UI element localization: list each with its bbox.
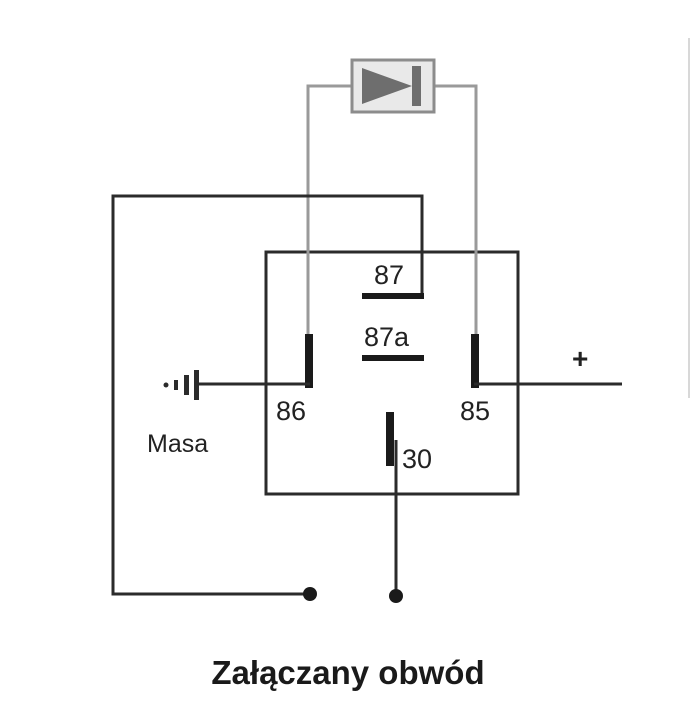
coil-diode-loop	[306, 84, 478, 336]
coil-wire-86	[306, 84, 352, 336]
plus-label: +	[572, 343, 588, 374]
coil-wire-85	[434, 84, 478, 336]
contact-30	[386, 412, 394, 466]
diode-icon	[350, 58, 436, 114]
diode-triangle	[362, 68, 412, 104]
contact-85	[471, 334, 479, 388]
pin-87a-label: 87a	[364, 322, 410, 352]
switched-circuit-wire	[111, 194, 424, 596]
diagram-caption: Załączany obwód	[211, 654, 484, 691]
ground-label: Masa	[147, 430, 208, 458]
right-edge-divider	[688, 38, 690, 398]
pin-87-label: 87	[374, 260, 404, 290]
switch-terminal-left	[303, 587, 317, 601]
pin-30-label: 30	[402, 444, 432, 474]
ground-icon	[163, 370, 199, 400]
pin-86-label: 86	[276, 396, 306, 426]
relay-housing	[264, 250, 520, 496]
pin-85-label: 85	[460, 396, 490, 426]
switch-terminal-right	[389, 589, 403, 603]
contact-86	[305, 334, 313, 388]
diode-bar	[412, 66, 421, 106]
